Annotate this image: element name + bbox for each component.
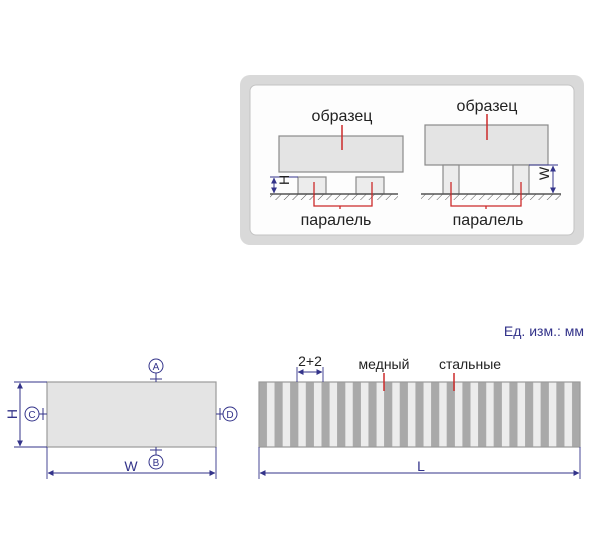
steel-strip — [282, 381, 291, 448]
marker-b: B — [148, 447, 164, 470]
inset-right-parallel-label: паралель — [453, 212, 524, 229]
copper-strip — [321, 381, 330, 448]
copper-strip — [431, 381, 440, 448]
front-view-block — [46, 381, 217, 448]
steel-strip — [391, 381, 401, 448]
circled-letter-icon — [222, 406, 238, 422]
inset-figure: образец H паралель образец W — [240, 75, 584, 245]
copper-strip — [540, 381, 550, 448]
steel-strip — [376, 381, 385, 448]
inset-left-parallel-right — [355, 176, 385, 195]
copper-strip — [290, 381, 299, 448]
front-view: H W A B C — [4, 358, 238, 479]
steel-strip — [470, 381, 479, 448]
front-w-label: W — [124, 458, 138, 474]
inset-left-sample-label: образец — [312, 108, 373, 125]
copper-label: медный — [359, 356, 410, 372]
steel-strip — [485, 381, 495, 448]
copper-strip — [493, 381, 503, 448]
marker-b-letter: B — [153, 458, 160, 469]
steel-strip — [313, 381, 323, 448]
strip-stack — [258, 381, 581, 448]
copper-strip — [478, 381, 487, 448]
circled-letter-icon — [148, 454, 164, 470]
copper-strip — [274, 381, 283, 448]
inset-right-base-hatch — [421, 194, 561, 200]
marker-a-letter: A — [153, 362, 160, 373]
steel-strip — [501, 381, 511, 448]
steel-strip — [407, 381, 417, 448]
steel-strip — [329, 381, 338, 448]
steel-strip — [517, 381, 526, 448]
copper-strip — [368, 381, 377, 448]
copper-strip — [337, 381, 346, 448]
copper-strip — [571, 381, 581, 448]
marker-d: D — [216, 406, 238, 422]
inset-left-sample-block — [278, 135, 404, 173]
steel-strip — [344, 381, 354, 448]
copper-strip — [305, 381, 315, 448]
inset-left-base-hatch — [270, 194, 398, 200]
copper-strip — [352, 381, 362, 448]
copper-strip — [509, 381, 518, 448]
marker-a: A — [148, 358, 164, 382]
inset-left-panel: образец H паралель — [270, 108, 404, 229]
marker-d-letter: D — [226, 410, 233, 421]
inset-right-w-label: W — [536, 166, 552, 180]
copper-strip — [415, 381, 424, 448]
inset-right-sample-label: образец — [457, 98, 518, 115]
steel-label: стальные — [439, 356, 501, 372]
inset-left-parallel-left — [297, 176, 327, 195]
steel-strip — [266, 381, 276, 448]
inset-left-parallel-leader — [313, 182, 373, 207]
pitch-label: 2+2 — [298, 353, 322, 369]
copper-strip — [384, 381, 393, 448]
marker-c: C — [24, 406, 47, 422]
steel-strip — [454, 381, 464, 448]
inset-left-h-label: H — [276, 175, 292, 185]
steel-strip — [297, 381, 307, 448]
steel-strip — [564, 381, 573, 448]
units-label: Ед. изм.: мм — [504, 323, 584, 339]
copper-strip — [446, 381, 456, 448]
steel-strip — [360, 381, 370, 448]
copper-strip — [462, 381, 471, 448]
steel-strip — [423, 381, 432, 448]
steel-strip — [438, 381, 448, 448]
inset-left-parallel-label: паралель — [301, 212, 372, 229]
copper-strip — [525, 381, 534, 448]
front-h-label: H — [4, 409, 20, 419]
copper-strip — [399, 381, 409, 448]
marker-c-letter: C — [28, 410, 35, 421]
copper-strip — [556, 381, 565, 448]
steel-strip — [532, 381, 542, 448]
steel-strip — [548, 381, 558, 448]
side-view-outline — [258, 381, 581, 448]
inset-right-panel: образец W паралель — [421, 98, 561, 229]
copper-strip — [258, 381, 268, 448]
length-label: L — [417, 458, 425, 474]
side-view: 2+2 медный стальные L — [258, 353, 581, 479]
